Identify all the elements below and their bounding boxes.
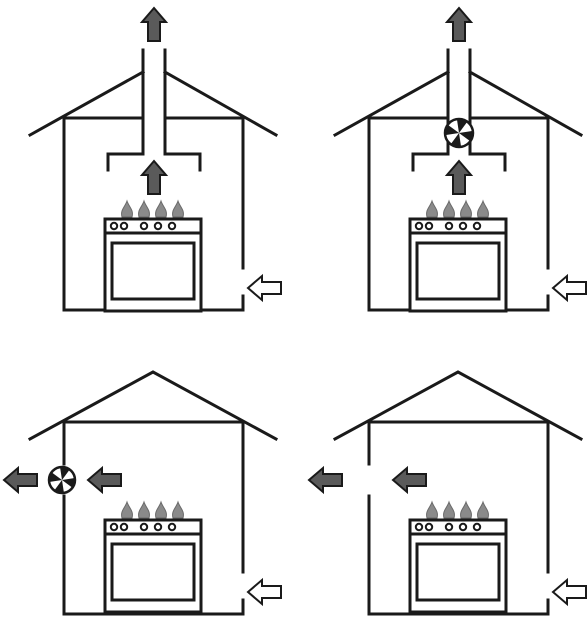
house-panel bbox=[2, 370, 282, 616]
stove-knob bbox=[444, 221, 454, 231]
intake-arrow-icon bbox=[246, 577, 282, 607]
fan-blade bbox=[456, 119, 468, 133]
fan-icon bbox=[443, 117, 475, 149]
intake-arrow-icon bbox=[246, 273, 282, 303]
stove-knob bbox=[472, 221, 482, 231]
fan-icon bbox=[47, 465, 77, 495]
stove-control-panel bbox=[408, 518, 508, 536]
oven-door bbox=[110, 241, 196, 301]
exhaust-arrow-icon bbox=[391, 465, 427, 495]
flame-icon bbox=[460, 500, 472, 519]
fan-blade bbox=[62, 478, 75, 488]
house-panel bbox=[332, 6, 587, 313]
exhaust-arrow-icon bbox=[139, 6, 169, 42]
stove-icon bbox=[103, 500, 203, 614]
stove-knob bbox=[472, 522, 482, 532]
intake-arrow-icon bbox=[551, 273, 587, 303]
fan-blade bbox=[49, 472, 62, 482]
stove-icon bbox=[408, 500, 508, 614]
flame-icon bbox=[138, 500, 150, 519]
oven-door bbox=[415, 542, 501, 602]
hood-right bbox=[468, 152, 507, 172]
house-panel bbox=[307, 370, 587, 616]
fan-blade bbox=[459, 130, 473, 142]
exhaust-arrow-icon bbox=[444, 159, 474, 195]
exhaust-arrow-icon bbox=[2, 465, 38, 495]
stove-knob bbox=[139, 221, 149, 231]
stove-knob bbox=[167, 221, 177, 231]
stove-knob bbox=[458, 522, 468, 532]
stove-knob bbox=[424, 221, 434, 231]
hood-left bbox=[411, 152, 450, 172]
stove-control-panel bbox=[408, 217, 508, 235]
stove-knob bbox=[153, 522, 163, 532]
roof-right bbox=[467, 69, 584, 138]
flame-icon bbox=[172, 199, 184, 218]
stove-knob bbox=[414, 522, 424, 532]
stove-knob bbox=[109, 522, 119, 532]
stove-knob bbox=[458, 221, 468, 231]
fan-blade bbox=[60, 467, 70, 480]
flame-icon bbox=[443, 500, 455, 519]
fan-blade bbox=[54, 480, 64, 493]
stove-knob bbox=[424, 522, 434, 532]
flame-icon bbox=[121, 500, 133, 519]
stove-knob bbox=[139, 522, 149, 532]
stove-icon bbox=[103, 199, 203, 313]
flame-icon bbox=[155, 199, 167, 218]
flame-icon bbox=[138, 199, 150, 218]
exhaust-arrow-icon bbox=[307, 465, 343, 495]
stove-knob bbox=[119, 221, 129, 231]
roof-left bbox=[332, 69, 451, 138]
roof-outline bbox=[332, 370, 584, 442]
flame-icon bbox=[460, 199, 472, 218]
hood-right bbox=[163, 152, 202, 172]
flame-icon bbox=[155, 500, 167, 519]
exhaust-arrow-icon bbox=[86, 465, 122, 495]
house-panel bbox=[27, 6, 282, 313]
roof-outline bbox=[27, 370, 279, 442]
hood-left bbox=[106, 152, 145, 172]
stove-control-panel bbox=[103, 217, 203, 235]
stove-icon bbox=[408, 199, 508, 313]
flame-icon bbox=[172, 500, 184, 519]
intake-arrow-icon bbox=[551, 577, 587, 607]
roof-right bbox=[162, 69, 279, 138]
oven-door bbox=[110, 542, 196, 602]
stove-knob bbox=[153, 221, 163, 231]
exhaust-arrow-icon bbox=[139, 159, 169, 195]
fan-blade bbox=[450, 133, 462, 147]
flame-icon bbox=[121, 199, 133, 218]
stove-control-panel bbox=[103, 518, 203, 536]
flame-icon bbox=[426, 199, 438, 218]
roof-left bbox=[27, 69, 146, 138]
flame-icon bbox=[443, 199, 455, 218]
stove-knob bbox=[119, 522, 129, 532]
stove-knob bbox=[414, 221, 424, 231]
fan-blade bbox=[445, 124, 459, 136]
stove-knob bbox=[109, 221, 119, 231]
flame-icon bbox=[477, 500, 489, 519]
oven-door bbox=[415, 241, 501, 301]
exhaust-arrow-icon bbox=[444, 6, 474, 42]
flame-icon bbox=[477, 199, 489, 218]
flame-icon bbox=[426, 500, 438, 519]
stove-knob bbox=[167, 522, 177, 532]
stove-knob bbox=[444, 522, 454, 532]
